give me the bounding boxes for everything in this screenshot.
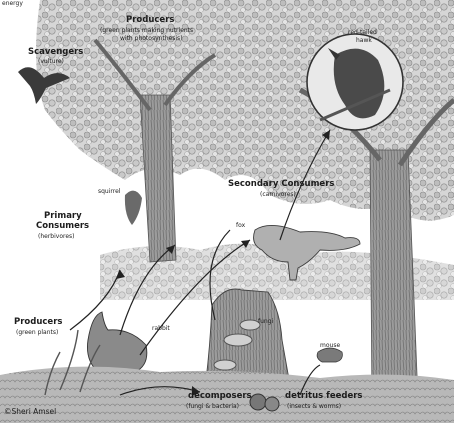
producers-top-title: Producers [126,16,174,25]
producers-bottom-subtitle: (green plants) [16,329,58,336]
primary-consumers-line-3: (herbivores) [38,233,75,240]
scavengers-subtitle: (vulture) [38,58,64,65]
detritus-feeders-title: detritus feeders [285,392,362,401]
secondary-consumers-title: Secondary Consumers [228,180,334,189]
producers-top-subtitle-1: (green plants making nutrients [100,27,193,34]
hawk-label-line-1: red-tailed [348,29,377,36]
producers-top-subtitle-2: with photosynthesis) [120,35,183,42]
mouse-label: mouse [320,342,340,349]
detritus-feeders-subtitle: (insects & worms) [287,403,341,410]
hawk-label-line-2: hawk [356,37,372,44]
copyright-credit: ©Sheri Amsel [4,408,56,416]
decomposers-subtitle: (fungi & bacteria) [186,403,239,410]
producers-bottom-title: Producers [14,318,62,327]
fungi-label: fungi [258,318,273,325]
squirrel-label: squirrel [98,188,120,195]
decomposers-title: decomposers [188,392,252,401]
rabbit-label: rabbit [152,325,170,332]
primary-consumers-line-2: Consumers [36,222,89,231]
scavengers-title: Scavengers [28,48,83,57]
secondary-consumers-subtitle: (carnivores) [260,191,296,198]
primary-consumers-line-1: Primary [44,212,82,221]
fox-label: fox [236,222,245,229]
mouse-figure [317,348,342,362]
energy-label: energy [2,0,23,7]
